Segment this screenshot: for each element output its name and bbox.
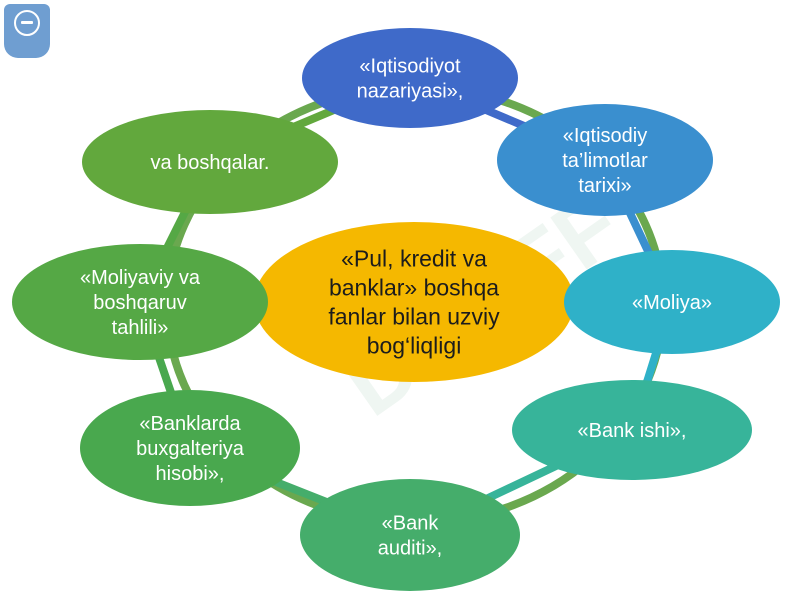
center-node-shape [254,222,574,382]
node-iqtisodiyot-nazariyasi: «Iqtisodiyot nazariyasi», [302,28,518,128]
node-label: va boshqalar. [151,152,270,174]
node-label-line: buxgalteriya [136,438,245,460]
node-label: «Moliya» [632,292,712,314]
node-label-line: nazariyasi», [357,81,464,103]
node-label-line: «Moliya» [632,292,712,314]
center-node: «Pul, kredit va banklar» boshqa fanlar bil… [254,222,574,382]
node-label-line: boshqaruv [93,292,186,314]
node-label-line: «Bank [382,513,440,535]
center-node-label-line: fanlar bilan uzviy [328,304,500,330]
node-label: «Iqtisodiyot nazariyasi», [357,56,464,103]
node-label-line: tahlili» [112,317,169,339]
node-banklarda-buxgalteriya-hisobi: «Banklarda buxgalteriya hisobi», [80,390,300,506]
node-label-line: hisobi», [156,463,225,485]
globe-icon [14,10,40,36]
node-shape [80,390,300,506]
node-moliya: «Moliya» [564,250,780,354]
node-bank-auditi: «Bank auditi», [300,479,520,591]
center-node-label-line: bog‘liqligi [367,333,462,359]
node-label: «Banklarda buxgalteriya hisobi», [136,413,245,485]
node-shape [302,28,518,128]
node-shape [12,244,268,360]
node-shape [564,250,780,354]
node-label: «Moliyaviy va boshqaruv tahlili» [80,267,201,339]
node-shape [300,479,520,591]
center-node-label-line: banklar» boshqa [329,275,499,301]
node-shape [512,380,752,480]
center-node-label-line: «Pul, kredit va [341,246,487,272]
node-shape [82,110,338,214]
node-label: «Iqtisodiy ta’limotlar tarixi» [562,125,648,197]
node-label-line: ta’limotlar [562,150,648,172]
node-label-line: auditi», [378,538,443,560]
node-label-line: «Iqtisodiy [563,125,648,147]
node-label-line: «Bank ishi», [578,420,687,442]
node-bank-ishi: «Bank ishi», [512,380,752,480]
node-moliyaviy-va-boshqaruv-tahlili: «Moliyaviy va boshqaruv tahlili» [12,244,268,360]
node-label-line: «Iqtisodiyot [359,56,461,78]
node-label-line: tarixi» [578,175,631,197]
node-va-boshqalar: va boshqalar. [82,110,338,214]
logo [4,4,50,58]
node-label: «Bank ishi», [578,420,687,442]
center-node-label: «Pul, kredit va banklar» boshqa fanlar bil… [328,246,500,359]
node-shape [497,104,713,216]
node-label-line: va boshqalar. [151,152,270,174]
node-label: «Bank auditi», [378,513,443,560]
node-label-line: «Moliyaviy va [80,267,201,289]
node-iqtisodiy-talimotlar-tarixi: «Iqtisodiy ta’limotlar tarixi» [497,104,713,216]
node-label-line: «Banklarda [139,413,241,435]
